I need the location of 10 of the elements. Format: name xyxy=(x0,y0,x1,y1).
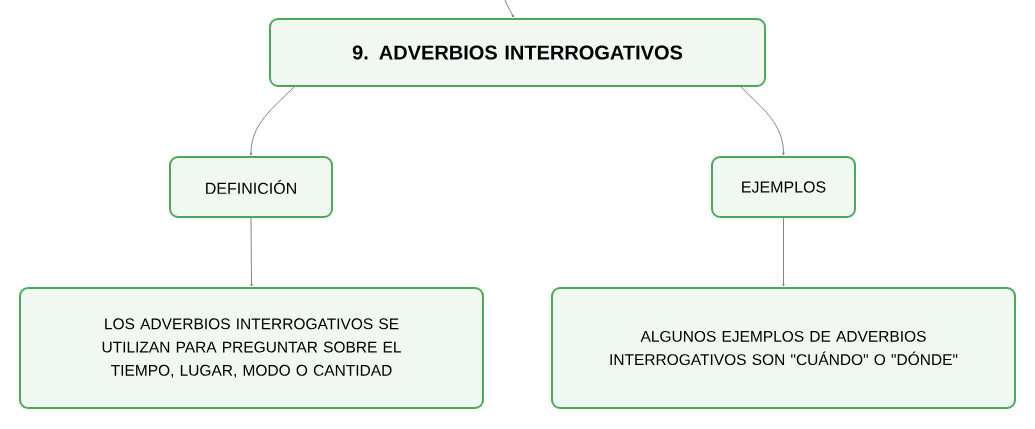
description-box: LOS ADVERBIOS INTERROGATIVOS SE UTILIZAN PARA PREGUNTAR SOBRE EL TIEMPO, LUGAR, MODO O CANTIDAD xyxy=(19,287,484,409)
title-box: 9. ADVERBIOS INTERROGATIVOS xyxy=(269,18,766,87)
arrow xyxy=(249,86,295,156)
category-box: EJEMPLOS xyxy=(711,156,856,218)
description-box: ALGUNOS EJEMPLOS DE ADVERBIOS INTERROGATIVOS SON "CUÁNDO" O "DÓNDE" xyxy=(551,287,1016,409)
arrow xyxy=(782,217,785,287)
arrow xyxy=(740,86,785,156)
arrow xyxy=(504,0,514,18)
arrow xyxy=(250,217,253,287)
category-box: DEFINICIÓN xyxy=(169,156,333,218)
